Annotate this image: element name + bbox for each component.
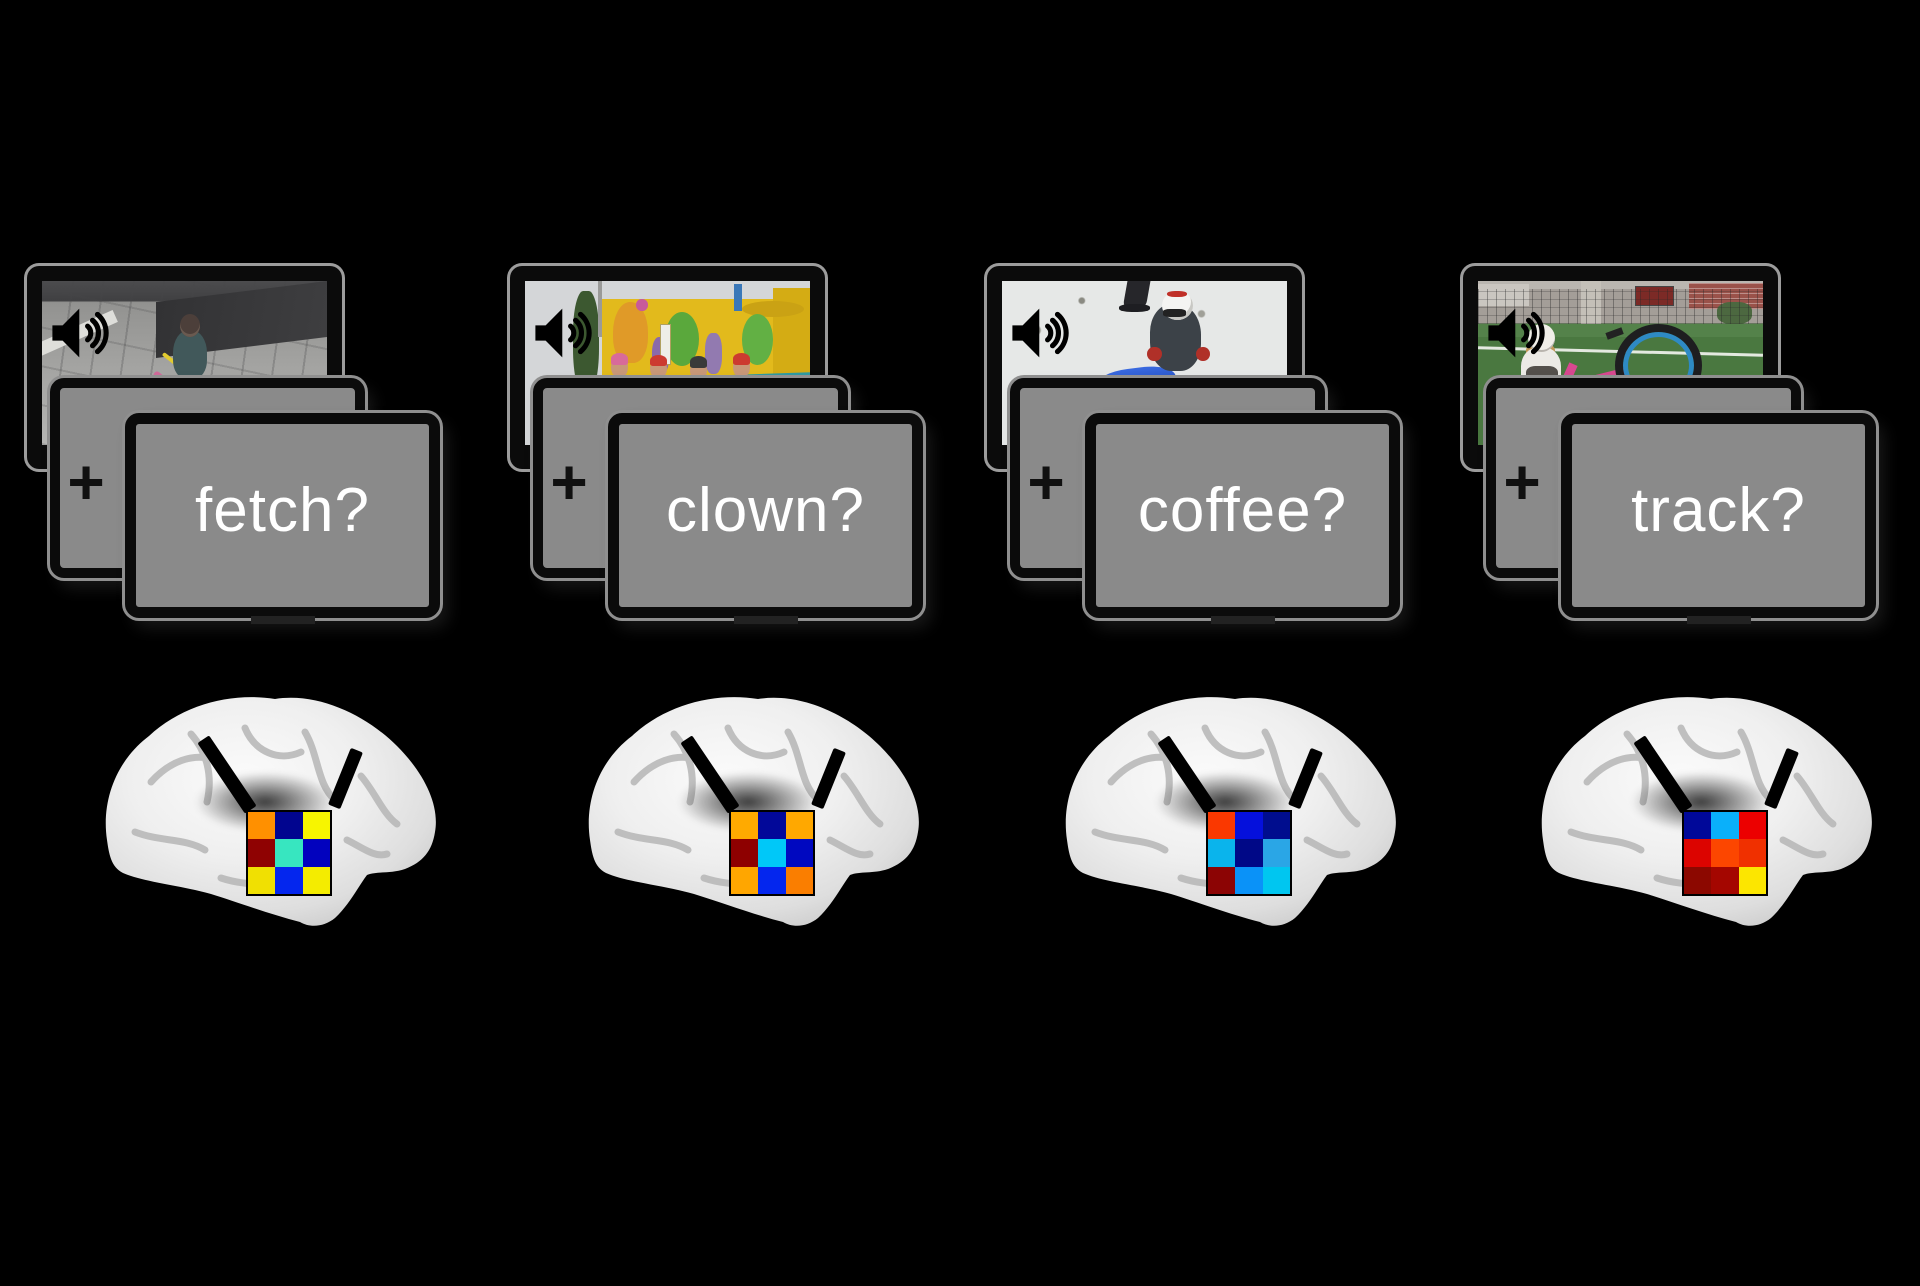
- voxel-cell: [1684, 866, 1712, 894]
- voxel-cell: [1711, 812, 1739, 840]
- voxel-cell: [785, 839, 813, 867]
- scene-shape: [597, 281, 602, 337]
- brain: [1535, 690, 1875, 926]
- monitor-stand: [1210, 616, 1275, 624]
- voxel-cell: [248, 812, 276, 840]
- scene-shape: [601, 281, 810, 300]
- brain: [582, 690, 922, 926]
- fixation-cross: +: [67, 446, 105, 518]
- monitor-stand: [733, 616, 798, 624]
- voxel-cell: [758, 866, 786, 894]
- scene-shape: [636, 299, 648, 311]
- voxel-cell: [248, 866, 276, 894]
- voxel-cell: [1684, 839, 1712, 867]
- probe-word: track?: [1631, 476, 1806, 545]
- fixation-cross: +: [550, 446, 588, 518]
- scene-shape: [1717, 302, 1752, 324]
- voxel-cell: [758, 839, 786, 867]
- voxel-cell: [1262, 812, 1290, 840]
- voxel-cell: [248, 839, 276, 867]
- voxel-cell: [1208, 839, 1236, 867]
- voxel-cell: [275, 839, 303, 867]
- scene-cartoon-frog: [613, 302, 648, 363]
- scene-shape: [690, 356, 708, 368]
- trial-column-4: + track?: [1463, 266, 1883, 936]
- scene-shape: [1167, 290, 1188, 298]
- voxel-cell: [1235, 866, 1263, 894]
- voxel-cell: [1235, 812, 1263, 840]
- scene-shape: [1118, 303, 1151, 313]
- scene-fence: [1478, 289, 1763, 324]
- speaker-icon: [1012, 308, 1069, 358]
- voxel-cell: [275, 866, 303, 894]
- monitor-stand: [1686, 616, 1751, 624]
- scene-shape: [1195, 346, 1211, 362]
- voxel-cell: [1684, 812, 1712, 840]
- voxel-cell: [1262, 866, 1290, 894]
- scene-shape: [734, 284, 742, 311]
- voxel-heatmap: [1206, 810, 1292, 896]
- voxel-cell: [785, 812, 813, 840]
- scene-shape: [741, 300, 805, 318]
- scene-shape: [610, 353, 628, 365]
- scene-shape: [1478, 284, 1530, 306]
- voxel-cell: [275, 812, 303, 840]
- voxel-cell: [1738, 866, 1766, 894]
- voxel-cell: [731, 812, 759, 840]
- speaker-icon: [1488, 308, 1545, 358]
- scene-shape: [1163, 308, 1186, 318]
- scene-shape: [733, 353, 751, 365]
- probe-screen: track?: [1561, 413, 1876, 624]
- speaker-icon: [535, 308, 592, 358]
- fixation-cross: +: [1027, 446, 1065, 518]
- voxel-heatmap: [1682, 810, 1768, 896]
- probe-screen: fetch?: [125, 413, 440, 624]
- voxel-cell: [1262, 839, 1290, 867]
- voxel-heatmap: [729, 810, 815, 896]
- trial-column-3: + coffee?: [987, 266, 1407, 936]
- trial-column-1: + fetch?: [27, 266, 447, 936]
- probe-word: fetch?: [195, 476, 370, 545]
- voxel-cell: [731, 866, 759, 894]
- voxel-cell: [1235, 839, 1263, 867]
- voxel-cell: [1208, 866, 1236, 894]
- monitor-stand: [250, 616, 315, 624]
- voxel-cell: [785, 866, 813, 894]
- probe-word: clown?: [666, 476, 865, 545]
- voxel-cell: [1711, 839, 1739, 867]
- fixation-cross: +: [1503, 446, 1541, 518]
- brain: [1059, 690, 1399, 926]
- scene-shape: [1580, 281, 1601, 324]
- scene-child: [173, 330, 208, 380]
- scene-shape: [1605, 327, 1624, 340]
- probe-screen: clown?: [608, 413, 923, 624]
- probe-word: coffee?: [1137, 476, 1348, 545]
- voxel-cell: [1738, 812, 1766, 840]
- scene-shape: [1147, 346, 1162, 362]
- probe-screen: coffee?: [1085, 413, 1400, 624]
- speaker-icon: [52, 308, 109, 358]
- scene-shape: [704, 333, 722, 375]
- voxel-cell: [302, 839, 330, 867]
- scene-shape: [180, 313, 201, 337]
- scene-scoreboard: [1634, 285, 1674, 306]
- voxel-cell: [758, 812, 786, 840]
- voxel-heatmap: [246, 810, 332, 896]
- brain: [99, 690, 439, 926]
- voxel-cell: [1711, 866, 1739, 894]
- scene-shape: [650, 354, 668, 367]
- voxel-cell: [302, 812, 330, 840]
- voxel-cell: [1208, 812, 1236, 840]
- voxel-cell: [731, 839, 759, 867]
- voxel-cell: [302, 866, 330, 894]
- trial-column-2: + clown?: [510, 266, 930, 936]
- voxel-cell: [1738, 839, 1766, 867]
